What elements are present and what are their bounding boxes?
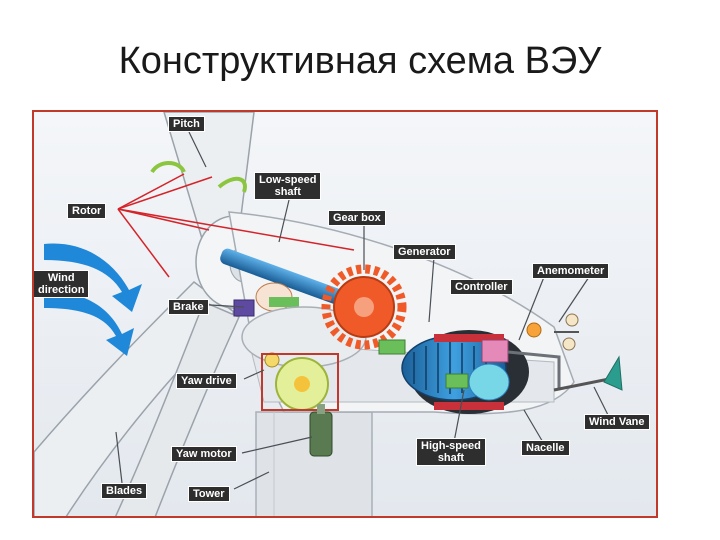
label-high-speed-shaft: High-speed shaft	[416, 438, 486, 466]
label-brake: Brake	[168, 299, 209, 315]
generator	[401, 330, 529, 414]
yaw-motor	[309, 404, 333, 457]
label-wind-direction-line1: Wind	[47, 272, 75, 284]
label-wind-vane: Wind Vane	[584, 414, 650, 430]
label-pointers	[115, 131, 610, 490]
wind-turbine-diagram: Pitch Low-speed shaft Gear box Generator…	[32, 110, 658, 518]
label-nacelle: Nacelle	[521, 440, 570, 456]
high-speed-shaft	[445, 373, 469, 389]
wind-direction-arrows	[44, 243, 142, 356]
label-tower: Tower	[188, 486, 230, 502]
anemometer	[526, 313, 579, 351]
label-high-speed-shaft-line1: High-speed	[421, 440, 481, 452]
yaw-drive	[241, 306, 367, 411]
label-anemometer: Anemometer	[532, 263, 610, 279]
label-high-speed-shaft-line2: shaft	[437, 452, 465, 464]
label-gear-box: Gear box	[328, 210, 386, 226]
label-pitch: Pitch	[168, 116, 205, 132]
label-generator: Generator	[393, 244, 456, 260]
label-low-speed-shaft-line2: shaft	[274, 186, 301, 198]
pitch-arrows	[150, 161, 247, 193]
label-controller: Controller	[450, 279, 513, 295]
rotor-pointers	[117, 173, 355, 278]
label-low-speed-shaft-line1: Low-speed	[259, 174, 317, 186]
label-wind-direction: Wind direction	[34, 270, 90, 298]
gear-box	[321, 264, 407, 355]
label-yaw-motor: Yaw motor	[171, 446, 237, 462]
label-low-speed-shaft: Low-speed shaft	[254, 172, 322, 200]
controller	[481, 339, 561, 390]
label-yaw-drive: Yaw drive	[176, 373, 237, 389]
blades	[34, 112, 255, 516]
label-wind-direction-line2: direction	[38, 284, 85, 296]
wind-vane	[553, 355, 623, 392]
label-blades: Blades	[101, 483, 148, 499]
slide-title: Конструктивная схема ВЭУ	[118, 40, 602, 82]
label-rotor: Rotor	[67, 203, 107, 219]
turbine-illustration	[34, 112, 656, 516]
brake	[233, 282, 299, 317]
